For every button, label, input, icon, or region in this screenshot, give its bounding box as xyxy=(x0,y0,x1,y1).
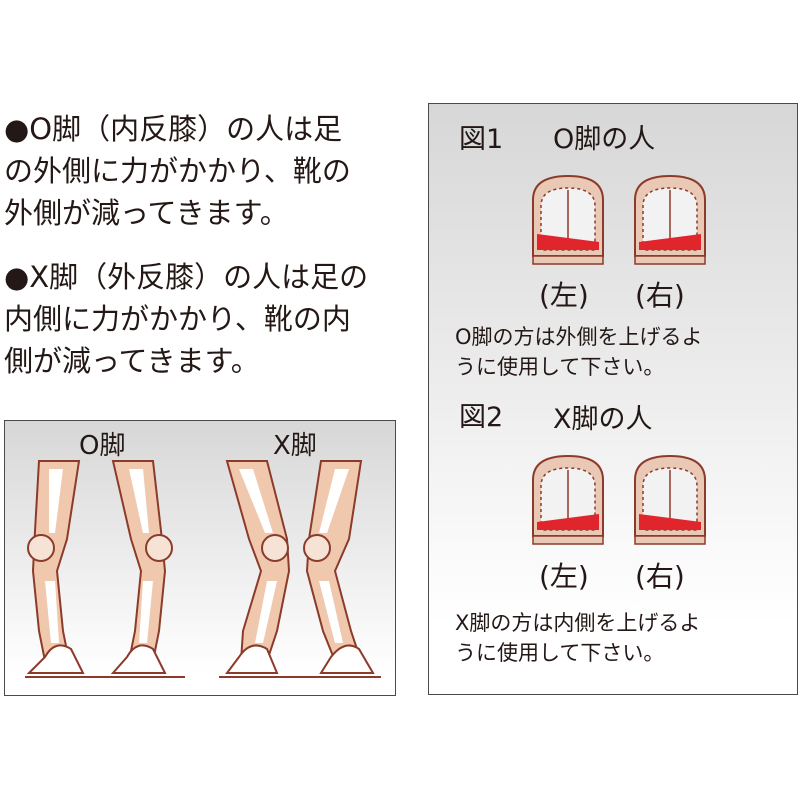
x-leg-left xyxy=(225,460,291,674)
legs-illustration-panel: O脚 X脚 xyxy=(4,420,396,696)
figure1-title: O脚の人 xyxy=(553,124,656,155)
figure1-number: 図1 xyxy=(459,124,504,155)
figure2-title: X脚の人 xyxy=(553,404,653,435)
o-leg-right xyxy=(110,460,173,674)
o-leg-label: O脚 xyxy=(79,431,126,461)
o-leg-description: ●O脚（内反膝）の人は足 の外側に力がかかり、靴の 外側が減ってきます。 xyxy=(4,112,351,230)
fig2-left-shoe xyxy=(532,454,604,545)
o-leg-left xyxy=(26,460,85,674)
fig1-right-label: (右) xyxy=(635,279,685,312)
fig1-left-shoe xyxy=(532,174,604,265)
fig2-note: X脚の方は内側を上げるよ うに使用して下さい。 xyxy=(455,611,701,665)
fig2-right-label: (右) xyxy=(635,560,685,593)
fig2-left-label: (左) xyxy=(539,560,589,593)
fig1-right-shoe xyxy=(634,174,706,265)
x-leg-description: ●X脚（外反膝）の人は足の 内側に力がかかり、靴の内 側が減ってきます。 xyxy=(4,260,369,378)
figure2-number: 図2 xyxy=(459,402,504,433)
insole-figure-panel: 図1 O脚の人 (左) (右) O脚の方は外側を上げるよ うに使用して下さい。 … xyxy=(428,103,798,695)
fig2-right-shoe xyxy=(634,454,706,545)
x-leg-right xyxy=(303,460,375,674)
x-leg-label: X脚 xyxy=(273,431,317,461)
fig1-note: O脚の方は外側を上げるよ うに使用して下さい。 xyxy=(455,325,703,379)
fig1-left-label: (左) xyxy=(539,279,589,312)
legs-illustration xyxy=(25,460,381,678)
